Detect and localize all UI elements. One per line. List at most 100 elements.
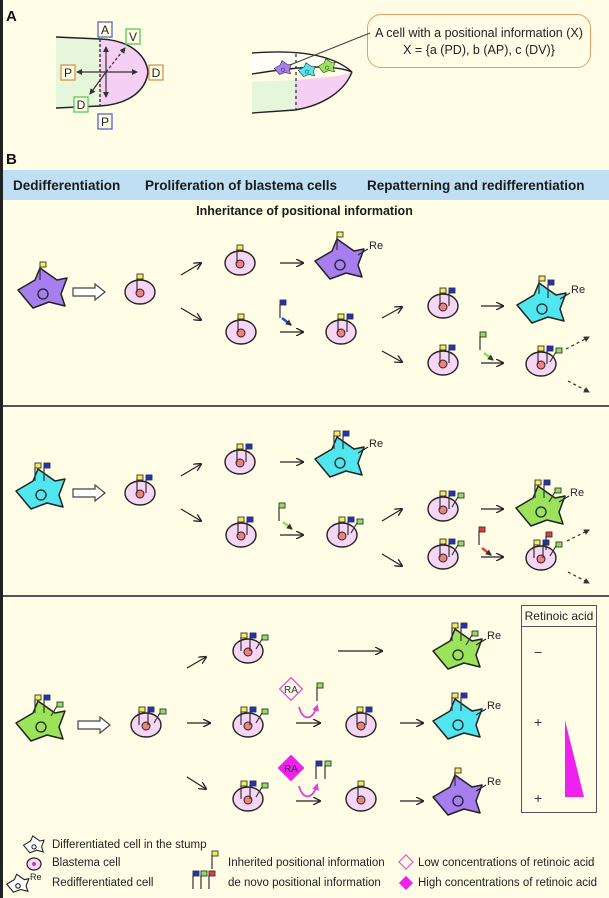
blastema-cell	[124, 474, 156, 506]
blastema-cell	[225, 313, 257, 345]
legend-icon-low-ra	[398, 854, 414, 870]
legend-re-mark: Re	[30, 872, 42, 882]
blastema-cell	[225, 516, 257, 548]
redifferentiated-cell-cyan: Re	[516, 275, 585, 324]
svg-text:P: P	[101, 115, 109, 129]
stage-band: Dedifferentiation Proliferation of blast…	[3, 170, 609, 200]
blastema-cell	[325, 313, 357, 345]
blastema-cell	[326, 516, 364, 548]
row-1-purple-lineage: Re Re	[17, 231, 590, 393]
dedifferentiation-arrow	[72, 484, 106, 502]
redifferentiated-cell-cyan: Re	[314, 430, 383, 478]
legend-icon-redifferentiated	[5, 873, 30, 893]
legend-low-ra: Low concentrations of retinoic acid	[418, 857, 595, 869]
blastema-cell	[130, 706, 167, 738]
differentiated-cell-purple	[17, 261, 68, 309]
svg-text:RA: RA	[284, 764, 298, 775]
blastema-cell	[345, 706, 377, 738]
differentiated-cell-cyan	[15, 462, 66, 510]
row-2-cyan-lineage: Re Re	[15, 430, 590, 584]
blastema-cell	[427, 490, 465, 522]
legend-differentiated: Differentiated cell in the stump	[52, 839, 207, 851]
dedifferentiation-arrow	[77, 716, 111, 734]
blastema-cell	[525, 345, 563, 377]
de-novo-blue-flag	[279, 299, 287, 319]
axis-label-proximal: P	[60, 64, 76, 81]
legend-blastema: Blastema cell	[52, 857, 121, 869]
limb-with-cells	[251, 32, 371, 114]
blastema-cell	[232, 632, 269, 664]
svg-text:Re: Re	[570, 487, 584, 499]
svg-text:Re: Re	[487, 630, 501, 642]
limb-diagram	[55, 36, 149, 109]
blastema-cell	[224, 443, 256, 475]
svg-text:Re: Re	[487, 776, 501, 788]
svg-text:V: V	[129, 30, 137, 44]
svg-text:RA: RA	[284, 685, 298, 696]
svg-text:D: D	[77, 98, 86, 112]
svg-text:Re: Re	[369, 240, 383, 252]
redifferentiated-cell-purple: Re	[314, 231, 383, 280]
blastema-cell	[232, 780, 269, 812]
de-novo-green-flag	[278, 502, 286, 522]
blastema-cell	[224, 244, 256, 276]
removed-blue-green-flags	[315, 760, 332, 780]
svg-text:Re: Re	[571, 284, 585, 296]
stage-dedifferentiation: Dedifferentiation	[13, 177, 121, 193]
legend-icon-differentiated	[22, 835, 45, 854]
svg-text:A: A	[101, 23, 109, 37]
de-novo-green-flag	[479, 331, 487, 351]
dedifferentiation-arrow	[72, 283, 106, 301]
legend-de-novo: de novo positional information	[228, 877, 381, 889]
blastema-cell	[525, 531, 563, 571]
svg-text:P: P	[64, 66, 72, 80]
ra-level-none: −	[534, 644, 543, 660]
redifferentiated-cell-cyan: Re	[432, 692, 501, 740]
retinoic-acid-title: Retinoic acid	[522, 606, 596, 627]
axis-label-dorsal: D	[73, 96, 89, 113]
legend-icon-inherited-flag	[211, 850, 219, 870]
redifferentiated-cell-purple: Re	[432, 767, 501, 816]
blastema-cell	[124, 273, 156, 305]
removed-green-flag	[316, 682, 324, 702]
inheritance-subheading: Inheritance of positional information	[196, 204, 413, 218]
stage-proliferation: Proliferation of blastema cells	[145, 177, 338, 193]
legend-icon-blastema	[26, 857, 42, 871]
ra-level-low: +	[534, 714, 543, 730]
high-ra-diamond: RA	[277, 754, 305, 782]
ra-gradient-wedge	[565, 720, 584, 797]
axis-label-ventral: V	[125, 28, 141, 45]
ra-level-high: +	[534, 790, 543, 806]
redifferentiated-cell-green: Re	[515, 479, 584, 527]
positional-info-callout: A cell with a positional information (X)…	[367, 14, 591, 68]
low-ra-diamond: RA	[278, 676, 304, 702]
axis-label-posterior: P	[97, 113, 113, 130]
panel-b-label: B	[6, 151, 17, 168]
legend-icon-denovo-flags	[192, 870, 216, 890]
svg-text:D: D	[152, 66, 161, 80]
callout-line-1: A cell with a positional information (X)	[375, 26, 583, 40]
blastema-cell	[345, 780, 377, 812]
blastema-cell	[427, 344, 459, 376]
row-3-green-lineage: Re RA Re RA Re	[15, 622, 501, 816]
svg-text:Re: Re	[487, 700, 501, 712]
blastema-cell	[427, 538, 465, 570]
blastema-cell	[232, 706, 269, 738]
callout-line-2: X = {a (PD), b (AP), c (DV)}	[403, 43, 555, 57]
stage-repatterning: Repatterning and redifferentiation	[367, 177, 585, 193]
axis-label-anterior: A	[97, 21, 113, 38]
axis-label-distal: D	[148, 64, 164, 81]
legend-redifferentiated: Redifferentiated cell	[52, 877, 154, 889]
differentiated-cell-green	[15, 694, 66, 742]
legend-high-ra: High concentrations of retinoic acid	[418, 877, 597, 889]
legend-inherited: Inherited positional information	[228, 857, 385, 869]
retinoic-acid-box: Retinoic acid − + +	[521, 605, 597, 813]
blastema-cell	[427, 287, 459, 319]
row-divider-1	[3, 405, 609, 407]
row-divider-2	[3, 595, 609, 597]
redifferentiated-cell-green: Re	[432, 622, 501, 670]
svg-text:Re: Re	[369, 438, 383, 450]
panel-a-label: A	[6, 8, 17, 25]
